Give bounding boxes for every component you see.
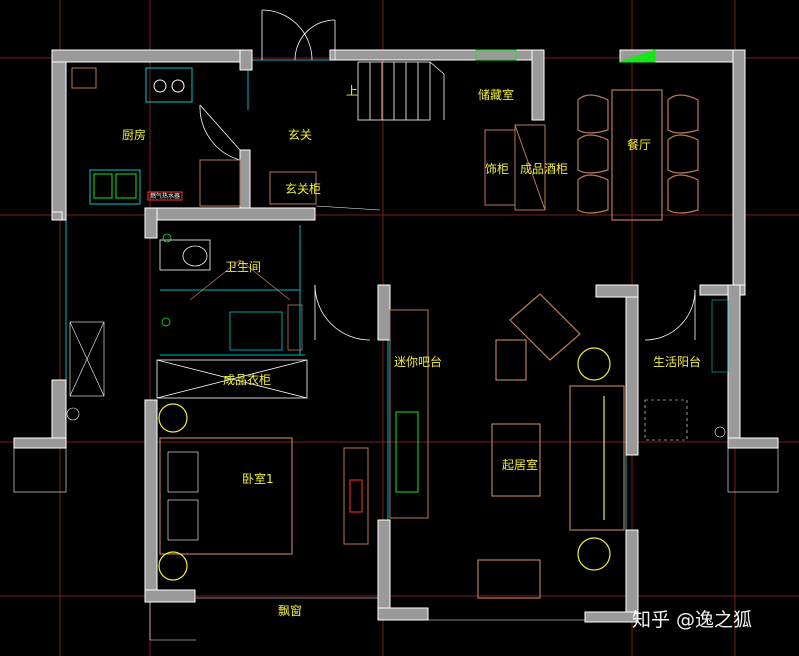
wine-cabinet-outline	[484, 124, 546, 211]
label-entrance-cabinet: 玄关柜	[285, 182, 322, 196]
label-wine-cabinet: 成品酒柜	[520, 162, 569, 176]
label-bay-window: 飘窗	[278, 604, 303, 618]
kitchen-fixtures	[71, 67, 241, 207]
label-wardrobe: 成品衣柜	[223, 373, 272, 387]
label-dining: 餐厅	[627, 138, 652, 152]
bathroom-fixtures	[159, 233, 303, 351]
watermark: 知乎 @逸之狐	[632, 609, 753, 631]
walls	[13, 49, 779, 623]
label-utility-balcony: 生活阳台	[653, 355, 702, 369]
label-bathroom: 卫生间	[225, 260, 262, 274]
label-bedroom: 卧室1	[242, 472, 274, 486]
label-water-heater: 燃气热水器	[150, 193, 181, 200]
entrance-cabinet-outline	[269, 171, 381, 211]
mini-bar-outline	[343, 309, 429, 545]
label-storage: 储藏室	[478, 88, 515, 102]
stairs	[357, 61, 445, 121]
utility-balcony-fixtures	[644, 299, 729, 441]
label-mini-bar: 迷你吧台	[394, 355, 443, 369]
window-markers	[475, 49, 656, 63]
outer-window-edges	[13, 447, 779, 493]
balcony-hatch	[66, 321, 105, 421]
living-furniture	[477, 293, 625, 599]
label-decor-cabinet: 饰柜	[485, 162, 510, 176]
label-living-room: 起居室	[502, 458, 539, 472]
door-swings	[199, 9, 696, 341]
bedroom-bed	[158, 403, 293, 581]
dining-set	[577, 89, 699, 221]
label-entrance: 玄关	[288, 128, 313, 142]
label-stairs-up: 上	[346, 84, 359, 98]
wardrobe-outline	[156, 359, 308, 399]
bay-window-outline	[149, 597, 585, 641]
label-kitchen: 厨房	[122, 128, 147, 142]
